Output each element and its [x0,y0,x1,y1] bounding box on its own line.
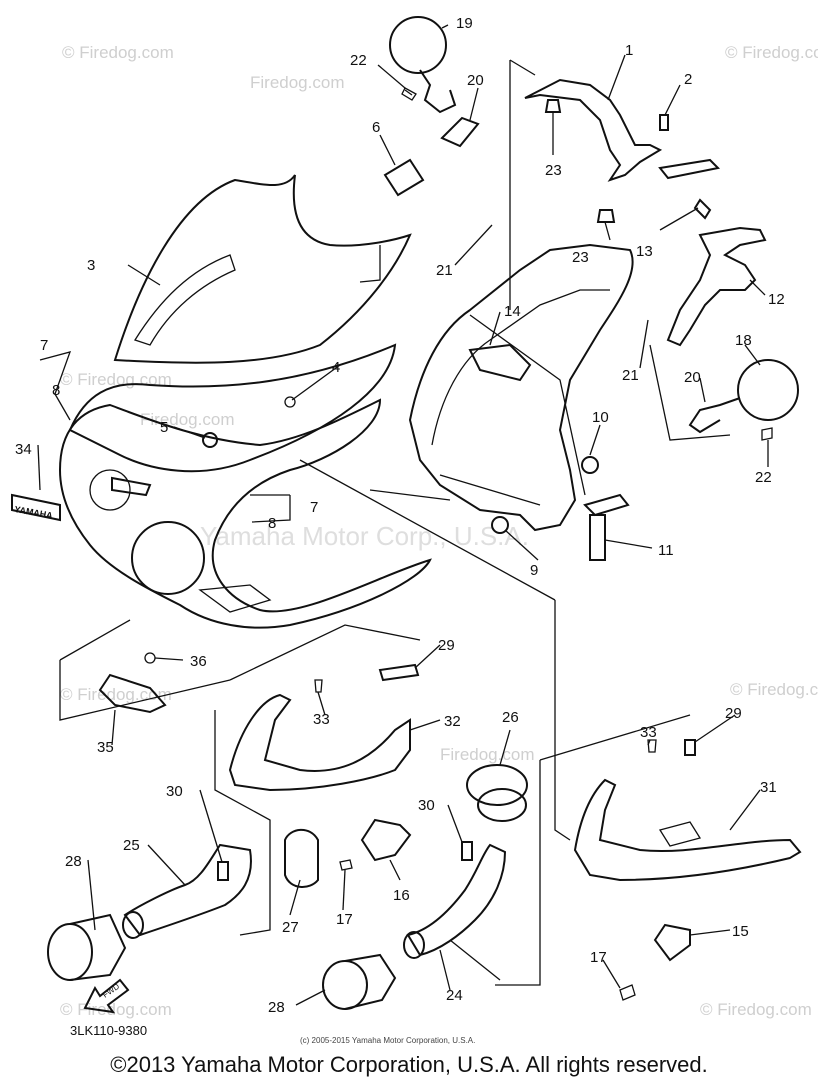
part-14-bracket [468,343,532,382]
callout-8: 8 [268,515,276,532]
callout-26: 26 [502,709,519,726]
cowling-main [58,398,432,629]
callout-19: 19 [456,15,473,32]
part-25-duct [123,843,252,937]
callout-28: 28 [65,853,82,870]
callout-22: 22 [350,52,367,69]
center-watermark: Yamaha Motor Corp., U.S.A. [200,521,529,551]
part-34-badge: YAMAHA [11,493,61,522]
part-28-boot [47,913,127,981]
callout-28: 28 [268,999,285,1016]
part-3-windscreen [113,174,412,364]
part-27-seal [284,828,319,888]
callout-32: 32 [444,713,461,730]
callout-30: 30 [418,797,435,814]
callout-6: 6 [372,119,380,136]
watermark: Firedog.com [440,745,534,764]
callout-9: 9 [530,562,538,579]
callout-23: 23 [545,162,562,179]
watermark: © Firedog.com [725,43,818,62]
callout-23: 23 [572,249,589,266]
callout-7: 7 [310,499,318,516]
diagram-code: 3LK110-9380 [70,1023,148,1038]
part-6-label [383,158,425,197]
part-15-bracket [653,923,691,962]
callout-33: 33 [640,724,657,741]
part-20-gasket [440,116,480,148]
callout-2: 2 [684,71,692,88]
callout-7: 7 [40,337,48,354]
callout-8: 8 [52,382,60,399]
callout-17: 17 [590,949,607,966]
footer-copyright: ©2013 Yamaha Motor Corporation, U.S.A. A… [110,1052,708,1077]
callout-20: 20 [684,369,701,386]
part-26-grommet [466,764,528,822]
small-copyright: (c) 2005-2015 Yamaha Motor Corporation, … [300,1036,476,1045]
callout-15: 15 [732,923,749,940]
part-28-boot [322,953,397,1010]
callout-27: 27 [282,919,299,936]
callout-25: 25 [123,837,140,854]
callout-17: 17 [336,911,353,928]
watermark: © Firedog.com [60,1000,172,1019]
part-12-bracket [666,226,767,347]
watermark: © Firedog.com [60,685,172,704]
callout-3: 3 [87,257,95,274]
part-24-duct [406,843,507,957]
callout-11: 11 [658,542,674,559]
callout-29: 29 [438,637,455,654]
callout-20: 20 [467,72,484,89]
badge-text: YAMAHA [14,504,54,521]
callout-labels: 1 2 3 4 5 6 7 8 9 10 11 12 13 14 15 16 1… [15,15,785,1016]
watermark: © Firedog.com [62,43,174,62]
callout-13: 13 [636,243,653,260]
assembly-outlines [59,59,731,986]
callout-4: 4 [332,359,340,376]
callout-10: 10 [592,409,609,426]
callout-33: 33 [313,711,330,728]
part-31-bracket [573,778,802,882]
leader-lines [37,24,769,1006]
cowling-upper [68,343,397,473]
watermark: Firedog.com [140,410,234,429]
watermark: © Firedog.com [700,1000,812,1019]
callout-5: 5 [160,419,168,436]
part-35-lens [98,673,167,714]
callout-35: 35 [97,739,114,756]
callout-34: 34 [15,441,32,458]
part-11-stay [408,243,634,532]
callout-16: 16 [393,887,410,904]
callout-1: 1 [625,42,633,59]
callout-24: 24 [446,987,463,1004]
watermark: Firedog.com [250,73,344,92]
callout-30: 30 [166,783,183,800]
part-18-mirror [688,359,799,434]
callout-21: 21 [436,262,453,279]
callout-29: 29 [725,705,742,722]
part-1-bracket [524,78,663,182]
callout-31: 31 [760,779,777,796]
callout-21: 21 [622,367,639,384]
part-32-bracket [228,693,411,792]
callout-14: 14 [504,303,521,320]
callout-22: 22 [755,469,772,486]
part-16-bracket [360,818,412,862]
part-19-mirror [389,16,457,114]
watermark: © Firedog.com [730,680,818,699]
callout-18: 18 [735,332,752,349]
callout-36: 36 [190,653,207,670]
callout-12: 12 [768,291,785,308]
